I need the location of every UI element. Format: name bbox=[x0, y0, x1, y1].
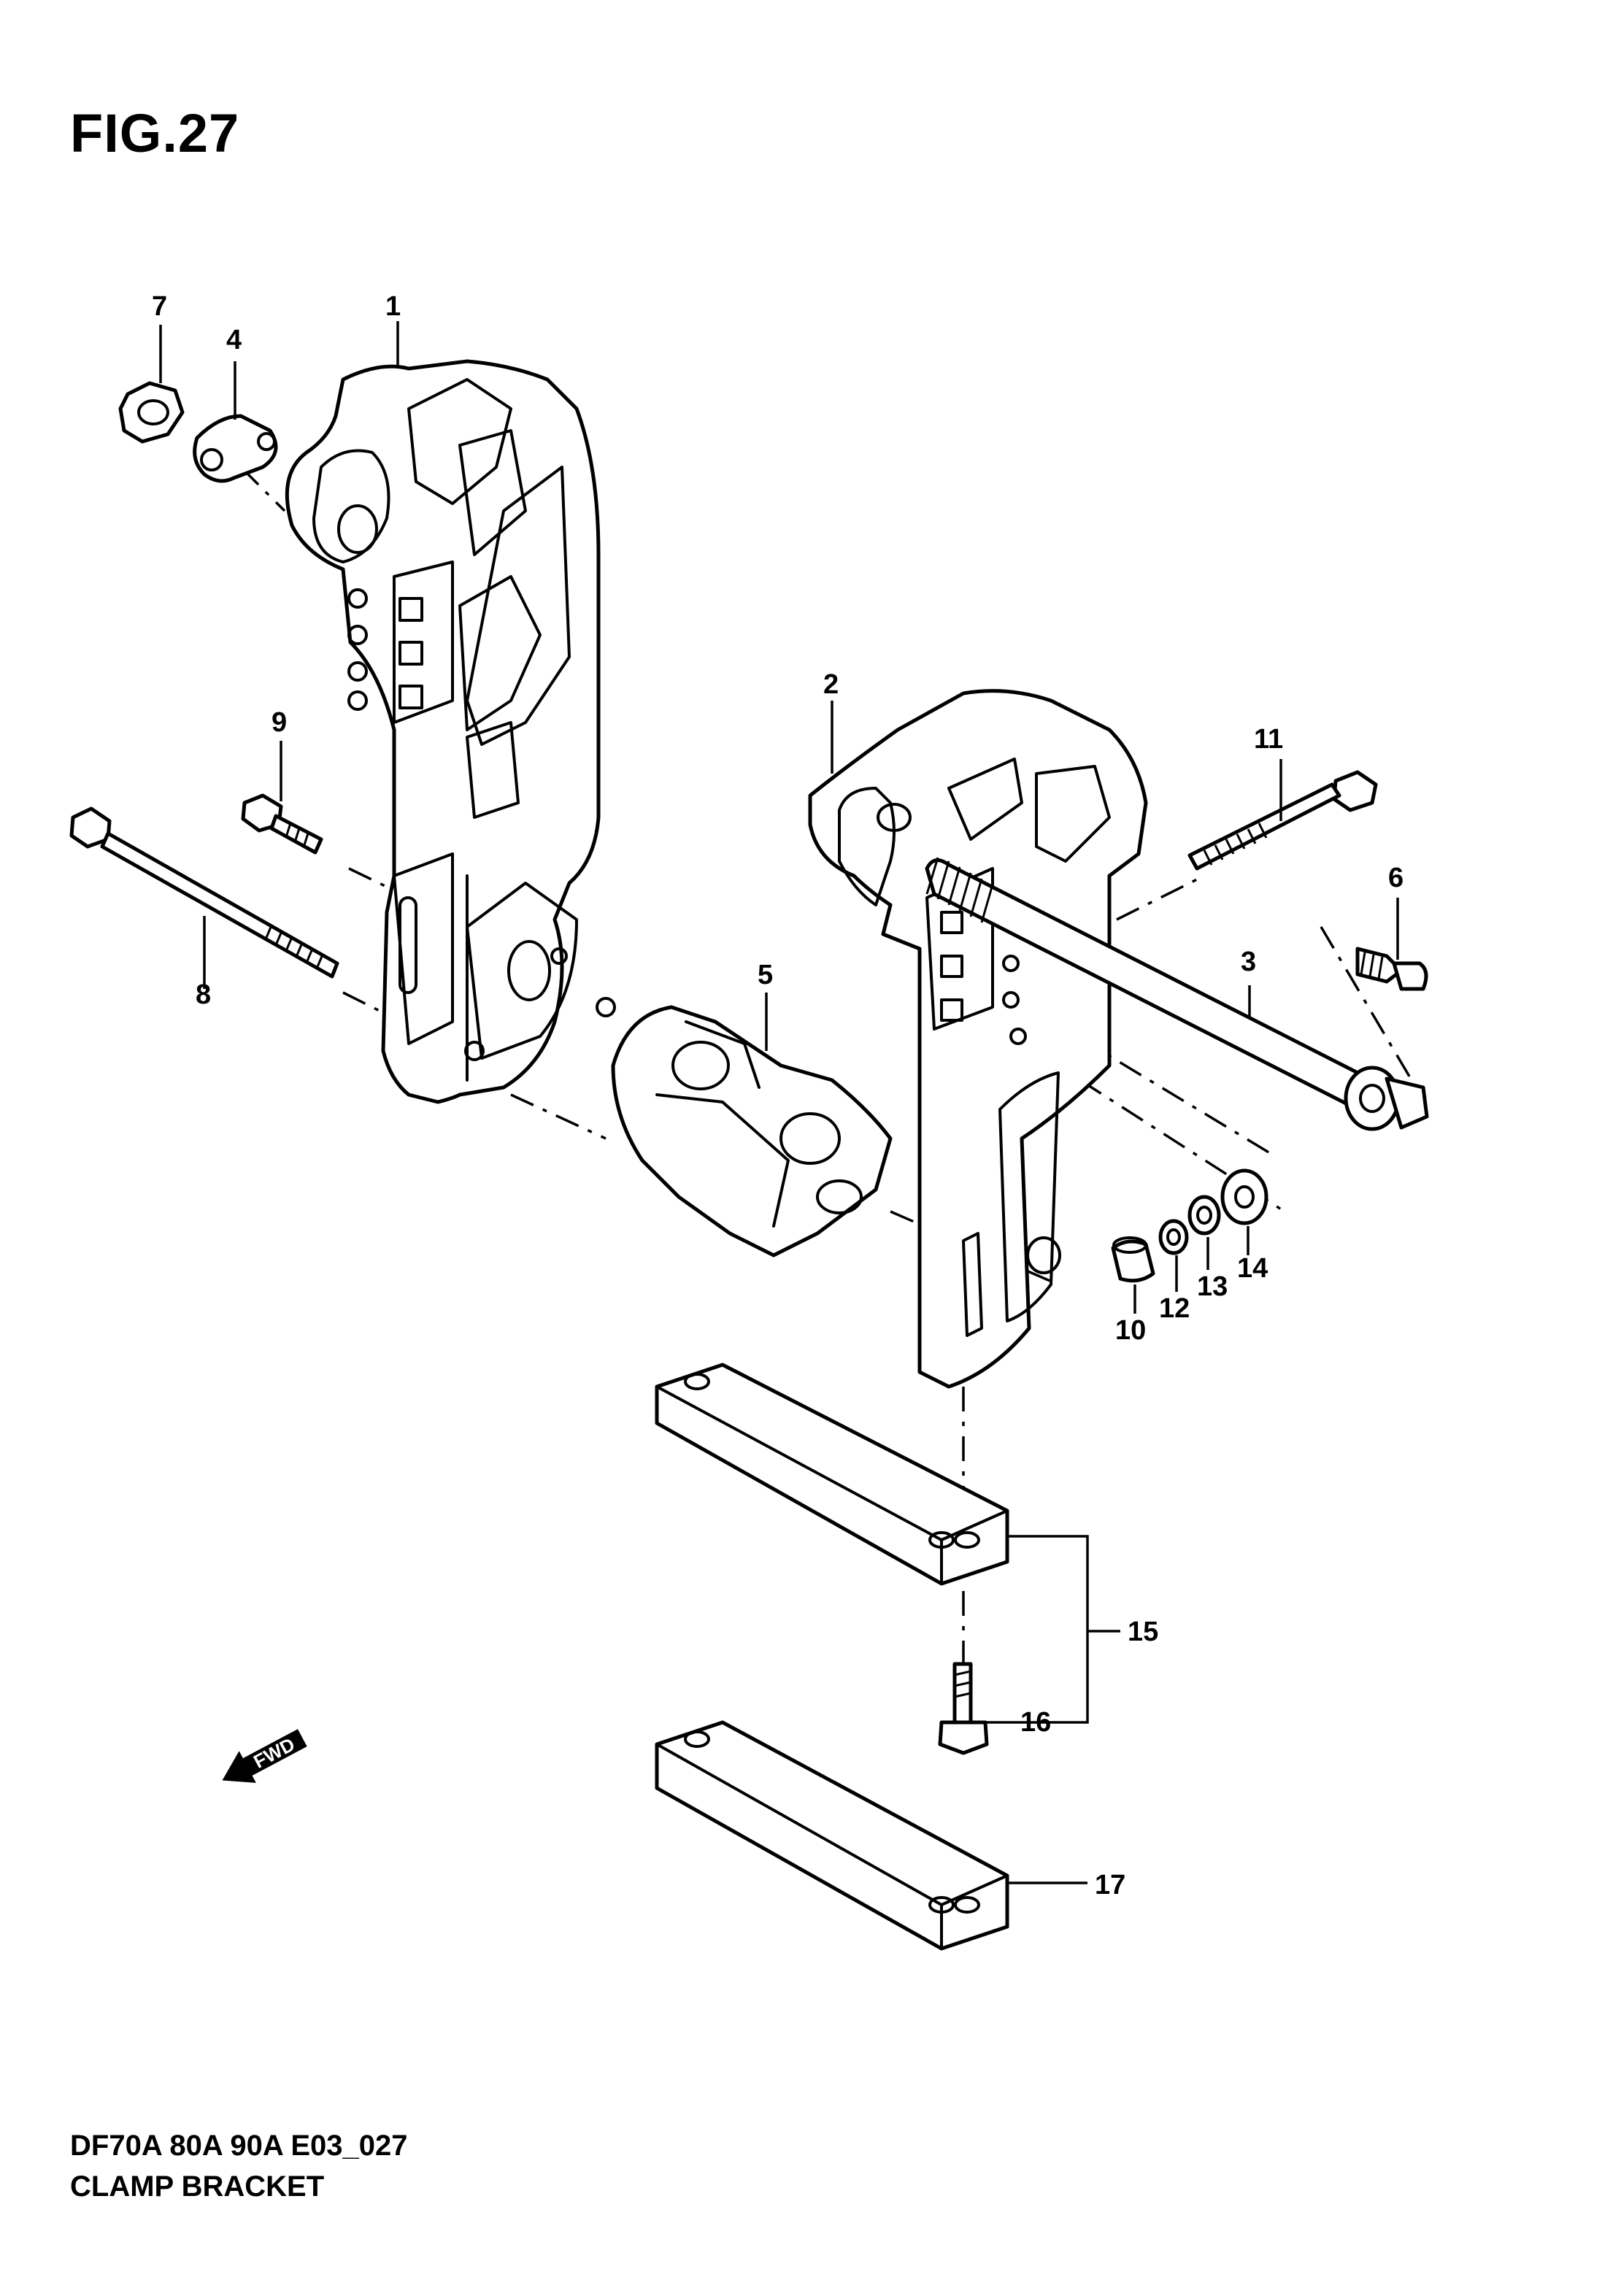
fwd-label: FWD bbox=[250, 1733, 298, 1773]
figure-title: FIG.27 bbox=[70, 103, 240, 163]
plate-part bbox=[193, 414, 278, 483]
mount-block bbox=[611, 1005, 893, 1257]
pad-bolt bbox=[938, 1662, 989, 1755]
bolt-long-right bbox=[1187, 770, 1378, 871]
callout-3: 3 bbox=[1241, 947, 1256, 977]
washer-large bbox=[1220, 1168, 1268, 1225]
long-bolt-thread bbox=[264, 925, 324, 969]
callout-16: 16 bbox=[1020, 1707, 1051, 1738]
diagram-caption: CLAMP BRACKET bbox=[70, 2170, 325, 2203]
callout-4: 4 bbox=[226, 325, 242, 355]
callout-14: 14 bbox=[1237, 1253, 1268, 1284]
callout-11: 11 bbox=[1254, 724, 1283, 755]
callout-5: 5 bbox=[758, 960, 773, 990]
callout-9: 9 bbox=[272, 707, 287, 738]
clamp-shaft bbox=[925, 857, 1429, 1131]
callout-15: 15 bbox=[1128, 1617, 1158, 1647]
callout-13: 13 bbox=[1197, 1271, 1228, 1302]
clamp-bracket-left bbox=[285, 359, 616, 1104]
callout-17: 17 bbox=[1095, 1870, 1125, 1900]
bolt-small-left bbox=[241, 793, 323, 855]
callout-10: 10 bbox=[1115, 1315, 1146, 1346]
shaft-thread bbox=[925, 857, 994, 923]
bolt-small-right bbox=[1355, 947, 1428, 991]
nut-small bbox=[1158, 1219, 1189, 1255]
washer-small bbox=[1187, 1195, 1221, 1236]
leader-lines bbox=[159, 321, 1399, 1884]
clamp-bracket-right bbox=[808, 689, 1148, 1389]
pad-lower bbox=[655, 1720, 1009, 1951]
diagram-code: DF70A 80A 90A E03_027 bbox=[70, 2130, 408, 2162]
callout-labels: 1 2 3 4 5 6 7 8 9 10 11 12 13 14 15 16 1… bbox=[152, 291, 1404, 1900]
callout-1: 1 bbox=[385, 291, 401, 322]
fwd-arrow-icon: FWD bbox=[222, 1729, 307, 1783]
callout-2: 2 bbox=[823, 669, 839, 700]
callout-7: 7 bbox=[152, 291, 167, 322]
pad-upper bbox=[655, 1363, 1009, 1586]
nut bbox=[118, 381, 185, 444]
callout-12: 12 bbox=[1159, 1293, 1190, 1324]
callout-8: 8 bbox=[196, 979, 211, 1010]
callout-6: 6 bbox=[1388, 863, 1404, 893]
long-bolt bbox=[69, 806, 339, 979]
collar bbox=[1111, 1236, 1155, 1283]
